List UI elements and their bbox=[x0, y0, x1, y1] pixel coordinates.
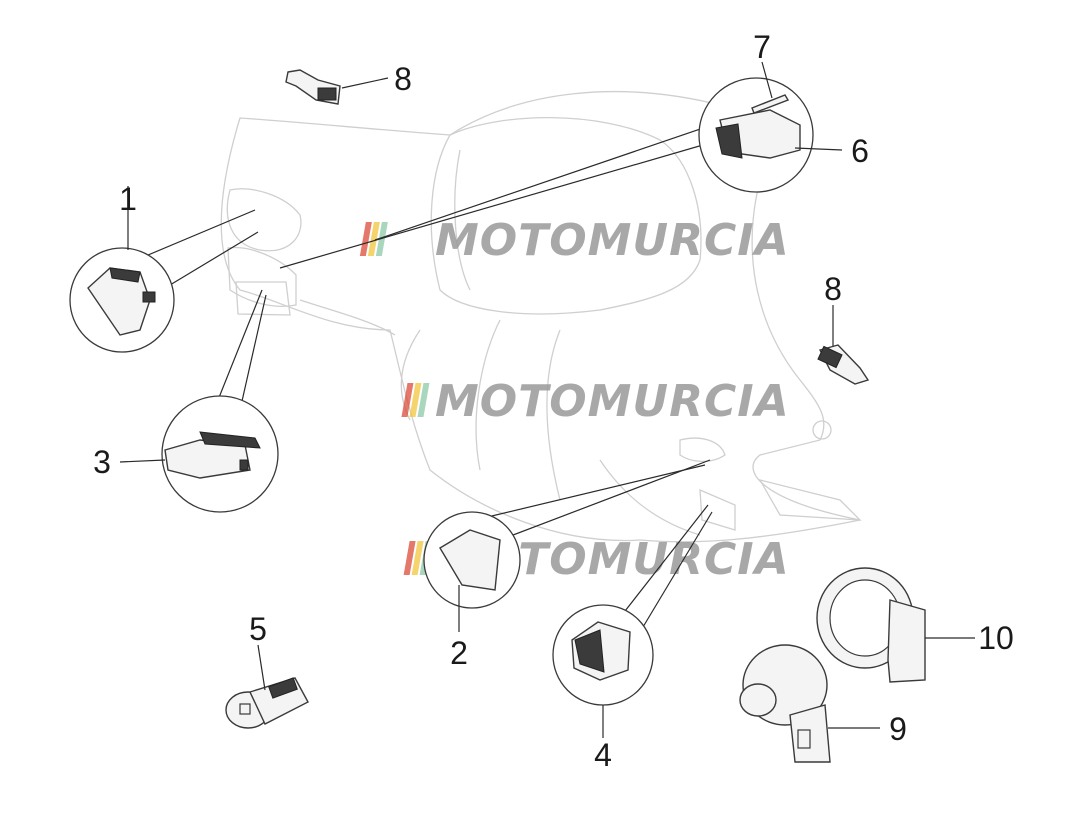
part-9-ignition bbox=[739, 644, 880, 763]
part-5-lock bbox=[225, 644, 309, 729]
part-8-bulb-right bbox=[817, 305, 870, 385]
callout-4: 4 bbox=[594, 737, 612, 773]
callout-8-right: 8 bbox=[824, 271, 842, 307]
part-3-switch bbox=[119, 289, 279, 513]
watermark-top: MOTOMURCIA bbox=[359, 215, 790, 266]
callout-3: 3 bbox=[93, 444, 111, 480]
callout-6: 6 bbox=[851, 133, 869, 169]
watermark-middle: MOTOMURCIA bbox=[401, 376, 789, 427]
handlebar-cover-outline bbox=[220, 90, 862, 543]
part-4-switch bbox=[552, 504, 713, 738]
part-10-ring bbox=[816, 567, 975, 683]
callout-10: 10 bbox=[978, 620, 1014, 656]
part-8-bulb-top bbox=[285, 69, 389, 105]
watermark-text: MOTOMURCIA bbox=[435, 215, 790, 266]
callout-2: 2 bbox=[450, 635, 468, 671]
part-6-switch bbox=[279, 77, 843, 269]
callout-1: 1 bbox=[119, 181, 137, 217]
watermark-text: MOTOMURCIA bbox=[435, 376, 790, 427]
part-1-switch bbox=[69, 186, 259, 353]
part-2-switch bbox=[423, 459, 711, 632]
part-7-screw bbox=[751, 61, 790, 114]
callout-5: 5 bbox=[249, 611, 267, 647]
callout-8-top: 8 bbox=[394, 61, 412, 97]
callout-9: 9 bbox=[889, 711, 907, 747]
callout-7: 7 bbox=[753, 29, 771, 65]
